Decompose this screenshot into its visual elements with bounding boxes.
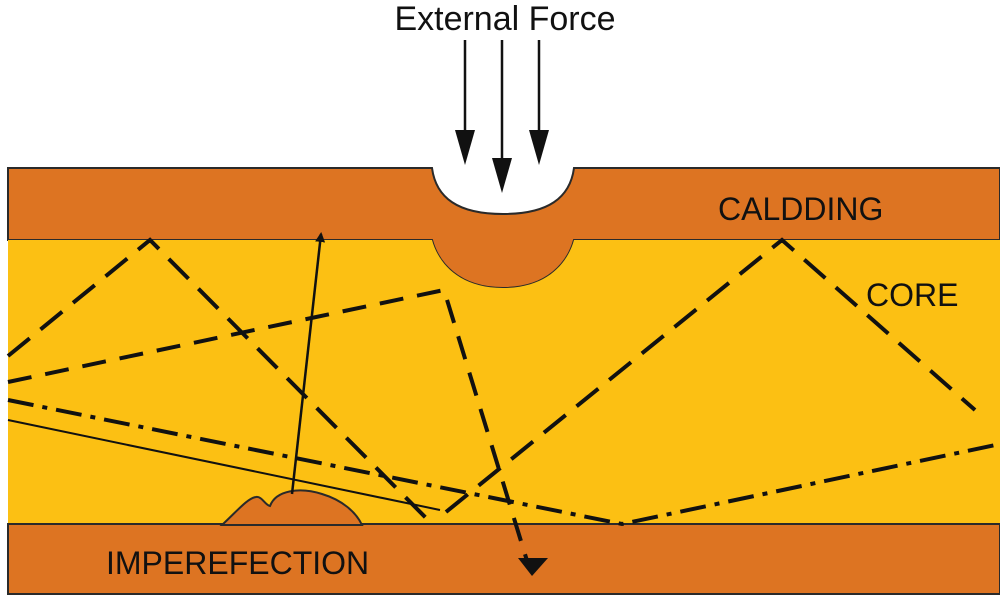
bottom-cladding (7, 523, 1000, 595)
imperfection-label: IMPEREFECTION (106, 545, 369, 581)
force-arrowhead-center (492, 158, 512, 193)
dashed-ray-right-zigzag (444, 237, 977, 514)
imperfection-bump (219, 489, 364, 526)
top-cladding (7, 167, 1000, 290)
core-label: CORE (866, 277, 958, 313)
scattered-ray (290, 232, 326, 495)
force-arrowhead-right (529, 130, 549, 165)
thin-ray (7, 419, 441, 511)
force-label: External Force (394, 0, 615, 38)
dashed-ray-left-zigzag (6, 237, 434, 526)
escape-arrowhead (518, 558, 548, 576)
cladding-label: CALDDING (718, 191, 883, 227)
force-arrows (455, 40, 549, 193)
dash-dot-ray (7, 398, 1000, 527)
force-arrowhead-left (455, 130, 475, 165)
fiber-core (8, 240, 1000, 524)
